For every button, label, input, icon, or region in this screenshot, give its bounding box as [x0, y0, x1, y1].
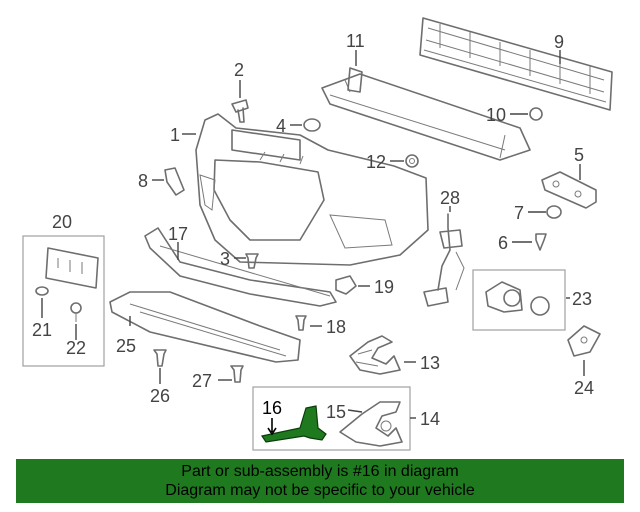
- part-24-tow-eye-cover[interactable]: [567, 325, 601, 357]
- notice-line-1: Part or sub-assembly is #16 in diagram: [181, 463, 459, 480]
- part-10-nut[interactable]: [529, 107, 543, 121]
- callout-28: 28: [440, 188, 460, 208]
- part-11-energy-absorber[interactable]: [321, 67, 531, 161]
- callout-5: 5: [574, 145, 584, 165]
- part-12-nut[interactable]: [405, 154, 419, 168]
- callout-22: 22: [66, 338, 86, 358]
- callout-23: 23: [572, 289, 592, 309]
- part-17-lower-spoiler[interactable]: [144, 227, 337, 307]
- part-21-rivet[interactable]: [35, 286, 49, 296]
- callout-14: 14: [420, 409, 440, 429]
- callout-25: 25: [116, 336, 136, 356]
- part-3-bolt[interactable]: [245, 253, 259, 269]
- part-8-bracket[interactable]: [164, 167, 185, 196]
- callout-26: 26: [150, 386, 170, 406]
- callout-15: 15: [326, 402, 346, 422]
- callout-9: 9: [554, 32, 564, 52]
- part-20-license-bracket[interactable]: [45, 247, 99, 289]
- part-5-bracket[interactable]: [541, 171, 597, 209]
- notice-line-2: Diagram may not be specific to your vehi…: [165, 482, 475, 499]
- part-9-reinforcement-bar[interactable]: [419, 17, 613, 111]
- callout-8: 8: [138, 171, 148, 191]
- callout-21: 21: [32, 320, 52, 340]
- callout-1: 1: [170, 125, 180, 145]
- callout-20: 20: [52, 212, 72, 232]
- callout-19: 19: [374, 277, 394, 297]
- callout-3: 3: [220, 249, 230, 269]
- part-22-screw[interactable]: [70, 302, 82, 322]
- leader-lines: [41, 50, 585, 436]
- part-6-bolt[interactable]: [535, 233, 547, 251]
- callout-24: 24: [574, 378, 594, 398]
- part-16-molding[interactable]: [261, 405, 327, 443]
- callout-4: 4: [276, 116, 286, 136]
- part-26-bolt[interactable]: [153, 349, 167, 367]
- callout-16: 16: [262, 398, 282, 418]
- part-15-fog-lamp-bezel[interactable]: [339, 401, 403, 447]
- callout-labels: 1 2 3 4 5 6 7 8 9 10 11 12 13 14 15 16 1…: [32, 31, 594, 429]
- callout-27: 27: [192, 371, 212, 391]
- group-box-23: [472, 269, 566, 331]
- callout-2: 2: [234, 60, 244, 80]
- callout-13: 13: [420, 353, 440, 373]
- part-1-bumper-fascia[interactable]: [195, 113, 429, 266]
- part-13-fog-lamp-bezel[interactable]: [349, 335, 401, 375]
- part-7-clip[interactable]: [546, 205, 562, 219]
- callout-18: 18: [326, 317, 346, 337]
- callout-7: 7: [514, 203, 524, 223]
- part-18-bolt[interactable]: [295, 315, 307, 331]
- part-4-push-pin[interactable]: [303, 118, 321, 132]
- callout-6: 6: [498, 233, 508, 253]
- part-19-nut[interactable]: [335, 275, 357, 295]
- callout-17: 17: [168, 224, 188, 244]
- callout-10: 10: [486, 105, 506, 125]
- part-25-splash-shield[interactable]: [109, 291, 301, 363]
- part-2-clip[interactable]: [231, 99, 249, 123]
- part-23-park-assist-sensor[interactable]: [485, 281, 550, 316]
- callout-12: 12: [366, 152, 386, 172]
- notice-banner: Part or sub-assembly is #16 in diagram D…: [16, 459, 624, 503]
- part-28-wiring-harness[interactable]: [423, 213, 465, 307]
- callout-11: 11: [346, 31, 365, 51]
- group-box-20: [22, 235, 105, 367]
- part-27-bolt[interactable]: [230, 365, 244, 383]
